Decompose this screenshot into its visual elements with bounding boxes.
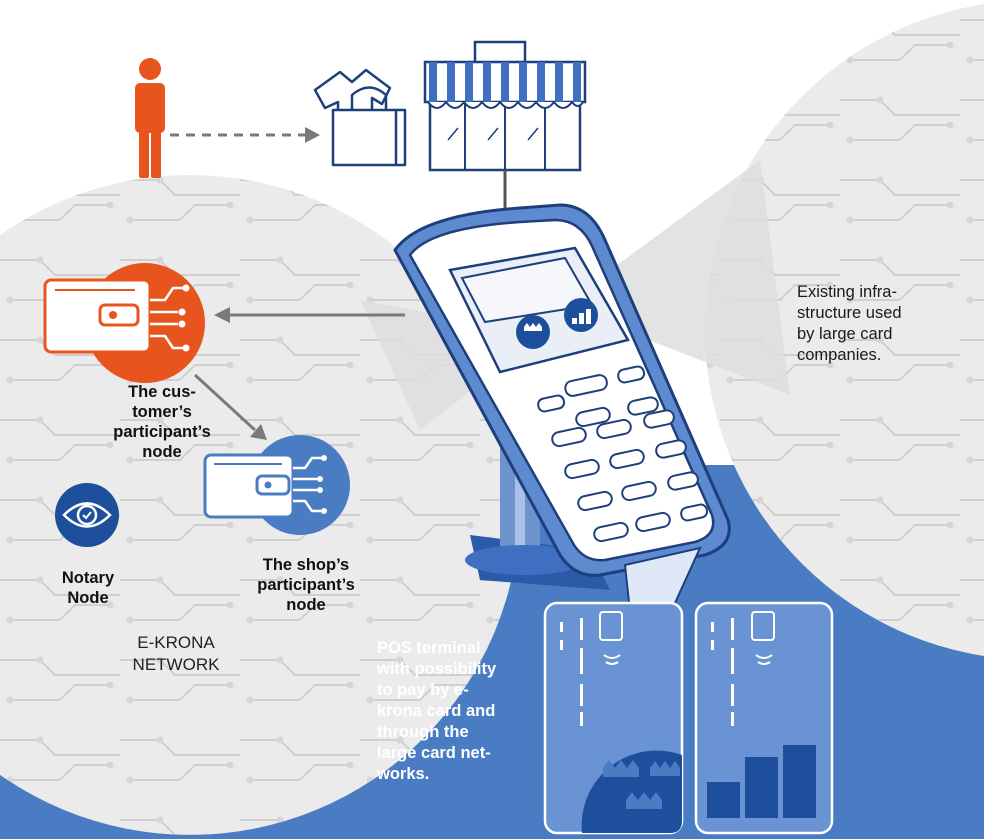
shopping-bag-icon (313, 68, 407, 167)
customer-node-label-line: node (142, 443, 182, 461)
pos-terminal-label-line: krona card and (377, 702, 496, 720)
customer-node-label-line: tomer’s (132, 403, 192, 421)
network-label-line: E-KRONA (137, 633, 215, 652)
notary-node-label: Notary Node (48, 568, 128, 608)
infrastructure-label-line: structure used (797, 304, 902, 322)
bank-card-icon (694, 601, 834, 835)
e-krona-card-icon (543, 601, 684, 835)
pos-terminal-label-line: to pay by e- (377, 681, 469, 699)
customer-node-label-line: participant’s (113, 423, 211, 441)
pos-terminal-label-line: with possibility (377, 660, 497, 678)
pos-terminal-icon (393, 203, 731, 627)
pos-terminal-label-line: large card net- (377, 744, 491, 762)
customer-to-shop-node-arrow (193, 373, 257, 432)
infrastructure-beam (572, 160, 790, 395)
pos-terminal-label-line: works. (377, 765, 430, 783)
pos-terminal-label: POS terminal with possibility to pay by … (377, 638, 537, 785)
customer-node-label-line: The cus- (128, 383, 196, 401)
infrastructure-label-line: companies. (797, 346, 882, 364)
bar-logo-icon (564, 298, 598, 332)
shop-awning-icon (423, 40, 587, 172)
network-label-line: NETWORK (132, 655, 220, 674)
three-crowns-icon (516, 315, 550, 349)
notary-node-label-line: Node (67, 589, 109, 607)
infrastructure-label-line: by large card (797, 325, 893, 343)
customer-node-label: The cus- tomer’s participant’s node (98, 382, 226, 462)
notary-node-label-line: Notary (61, 569, 115, 587)
pos-terminal-label-line: through the (377, 723, 469, 741)
shop-node-label-line: The shop’s (262, 556, 350, 574)
shop-node-label: The shop’s participant’s node (240, 555, 372, 615)
infrastructure-label-line: Existing infra- (797, 283, 897, 301)
shop-node-label-line: participant’s (257, 576, 355, 594)
pos-terminal-label-line: POS terminal (377, 639, 481, 657)
person-icon (135, 58, 165, 178)
shop-node-label-line: node (286, 596, 326, 614)
infrastructure-label: Existing infra- structure used by large … (797, 282, 957, 366)
network-label: E-KRONA NETWORK (120, 632, 232, 676)
eye-check-icon (55, 483, 119, 547)
shop-wallet-icon (203, 435, 350, 535)
customer-wallet-icon (43, 263, 205, 383)
